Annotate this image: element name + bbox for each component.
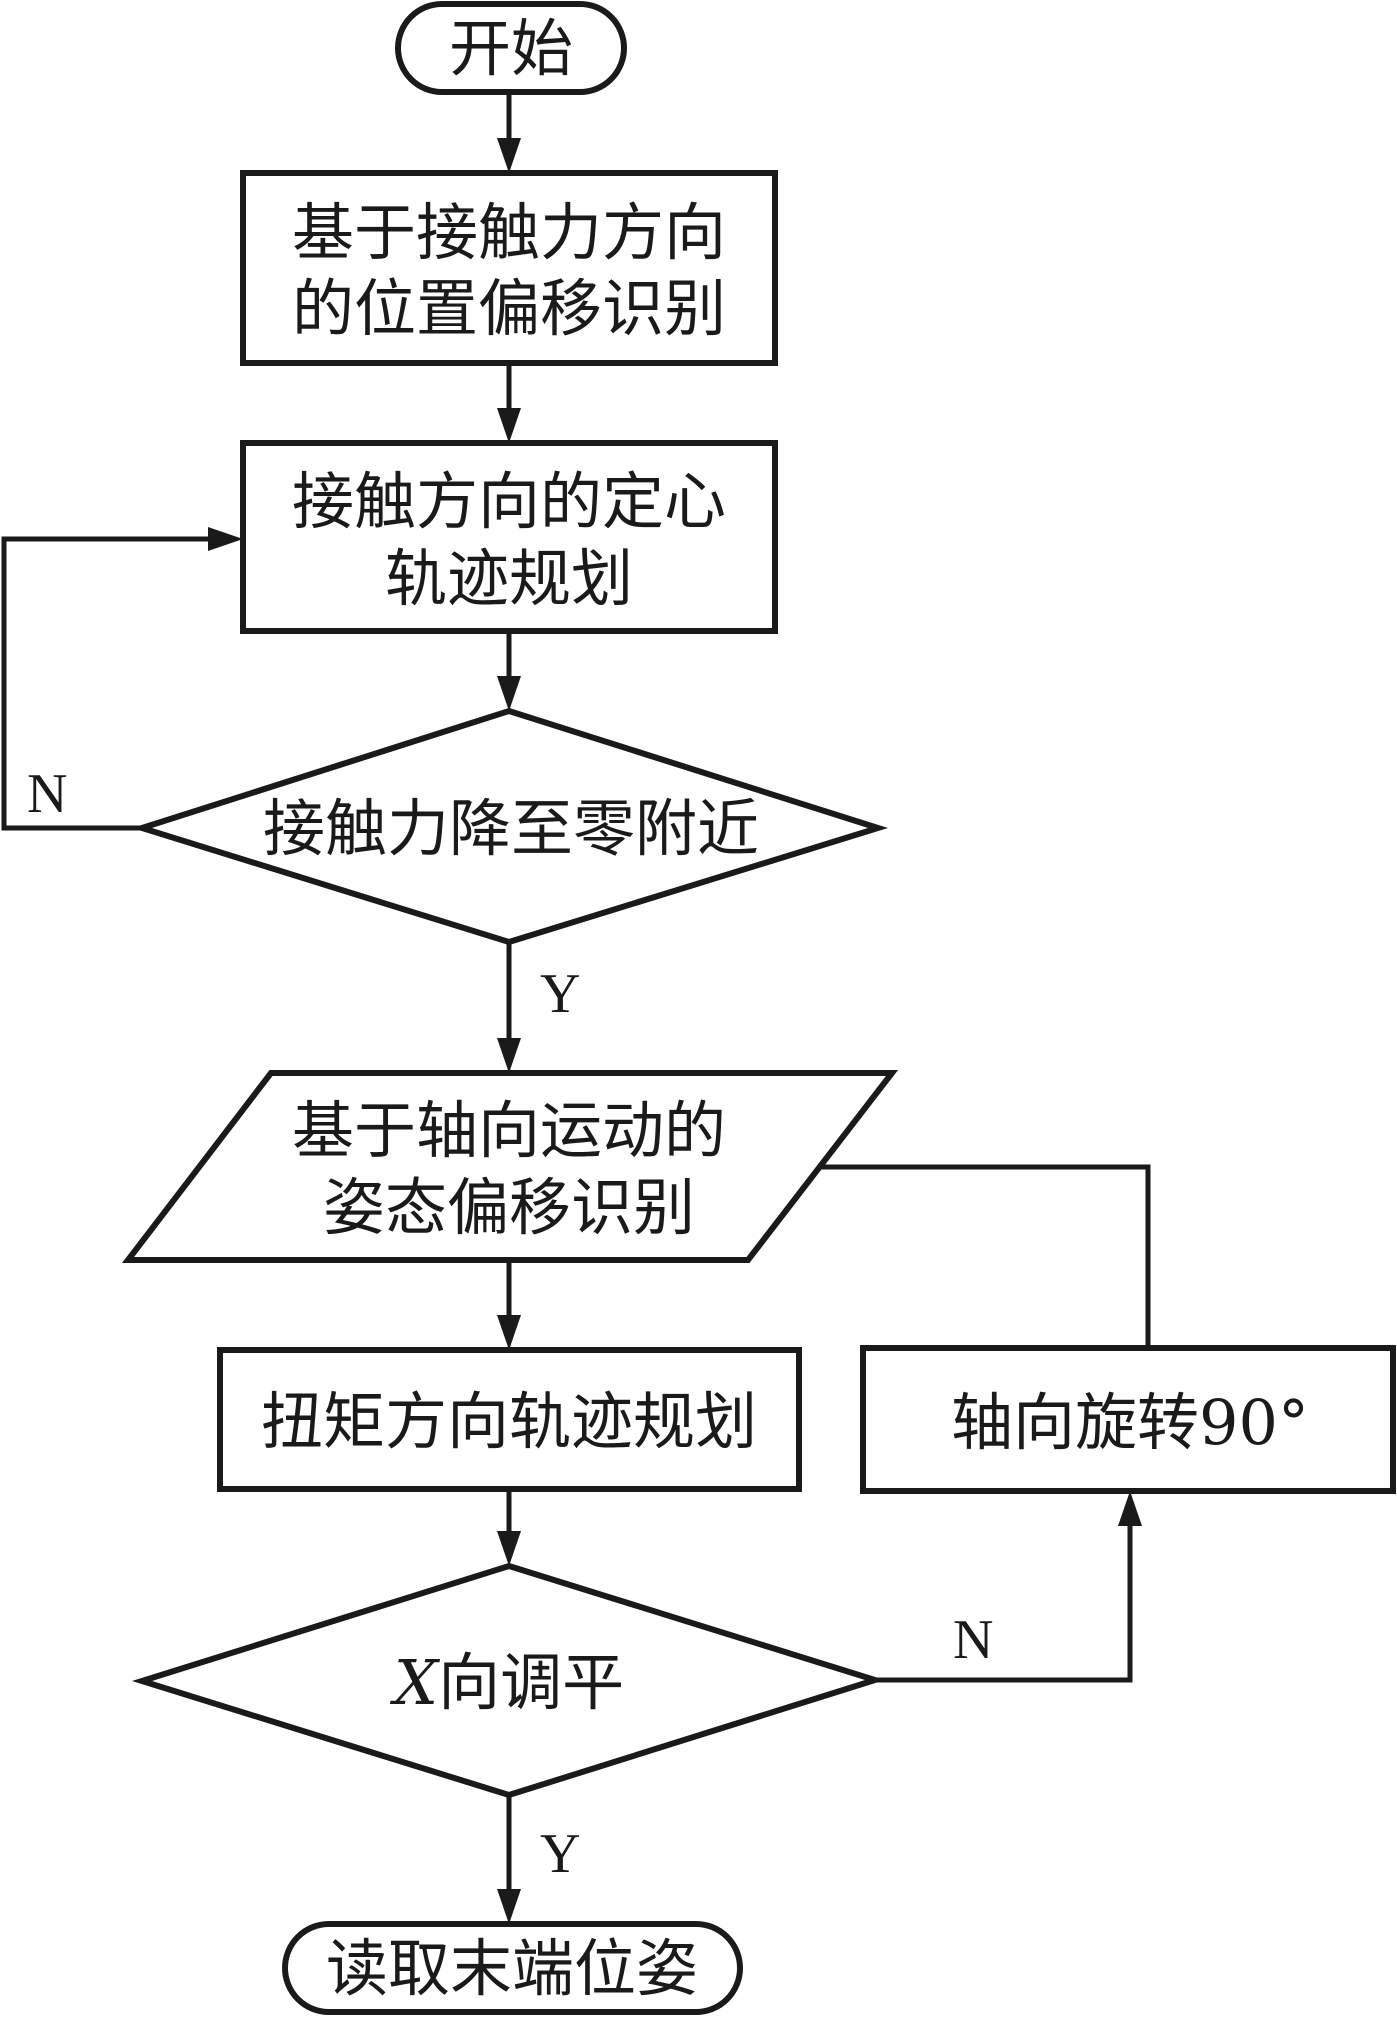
node-start[interactable]: 开始 bbox=[395, 1, 627, 95]
process-shape bbox=[240, 440, 778, 634]
arrowhead-icon bbox=[497, 1038, 521, 1073]
decision-shape bbox=[132, 707, 889, 946]
process-shape bbox=[240, 170, 778, 366]
node-level-check-axis: X bbox=[390, 1646, 441, 1719]
node-level-check[interactable]: X向调平 bbox=[131, 1562, 886, 1799]
connectors bbox=[1, 92, 1151, 1924]
process-shape bbox=[217, 1347, 802, 1492]
node-end-label: 读取末端位姿 bbox=[326, 1932, 698, 2005]
label-yes-level-check: Y bbox=[540, 1823, 580, 1885]
node-start-label: 开始 bbox=[449, 12, 573, 85]
node-position-offset[interactable]: 基于接触力方向 的位置偏移识别 bbox=[240, 170, 778, 366]
edge-rotate-to-attitude bbox=[818, 1164, 1151, 1348]
terminator-shape bbox=[282, 1921, 743, 2015]
node-position-offset-line-2: 的位置偏移识别 bbox=[292, 272, 726, 345]
label-no-level-check: N bbox=[953, 1609, 993, 1671]
edge-level-check-no bbox=[875, 1520, 1133, 1683]
label-yes-force-check: Y bbox=[540, 963, 580, 1025]
node-attitude-offset[interactable]: 基于轴向运动的 姿态偏移识别 bbox=[121, 1070, 899, 1263]
node-rotate[interactable]: 轴向旋转90° bbox=[860, 1345, 1396, 1494]
node-centering-traj-line-1: 接触方向的定心 bbox=[292, 465, 726, 538]
node-level-check-label: X向调平 bbox=[390, 1646, 624, 1719]
arrowhead-icon bbox=[1118, 1491, 1142, 1526]
terminator-shape bbox=[395, 1, 627, 95]
edge-force-check-no-loop bbox=[1, 536, 215, 831]
node-attitude-offset-line-1: 基于轴向运动的 bbox=[292, 1094, 726, 1167]
node-centering-traj[interactable]: 接触方向的定心 轨迹规划 bbox=[240, 440, 778, 634]
node-centering-traj-line-2: 轨迹规划 bbox=[385, 542, 633, 615]
node-force-check-label: 接触力降至零附近 bbox=[263, 792, 759, 865]
arrowhead-icon bbox=[497, 676, 521, 711]
node-torque-traj[interactable]: 扭矩方向轨迹规划 bbox=[217, 1347, 802, 1492]
arrowhead-icon bbox=[497, 1531, 521, 1566]
node-level-check-text: 向调平 bbox=[438, 1646, 624, 1719]
node-rotate-label: 轴向旋转90° bbox=[951, 1386, 1309, 1459]
node-position-offset-line-1: 基于接触力方向 bbox=[292, 196, 726, 269]
node-attitude-offset-line-2: 姿态偏移识别 bbox=[323, 1171, 695, 1244]
arrowhead-icon bbox=[497, 408, 521, 443]
node-torque-traj-label: 扭矩方向轨迹规划 bbox=[261, 1385, 757, 1458]
arrowhead-icon bbox=[497, 138, 521, 173]
node-force-check[interactable]: 接触力降至零附近 bbox=[132, 707, 889, 946]
arrowhead-icon bbox=[497, 1315, 521, 1350]
node-end[interactable]: 读取末端位姿 bbox=[282, 1921, 743, 2015]
arrowhead-icon bbox=[497, 1889, 521, 1924]
process-shape bbox=[860, 1345, 1396, 1494]
io-shape bbox=[121, 1070, 899, 1263]
decision-shape bbox=[131, 1562, 886, 1799]
label-no-force-check: N bbox=[27, 763, 67, 825]
arrowhead-icon bbox=[208, 527, 243, 551]
